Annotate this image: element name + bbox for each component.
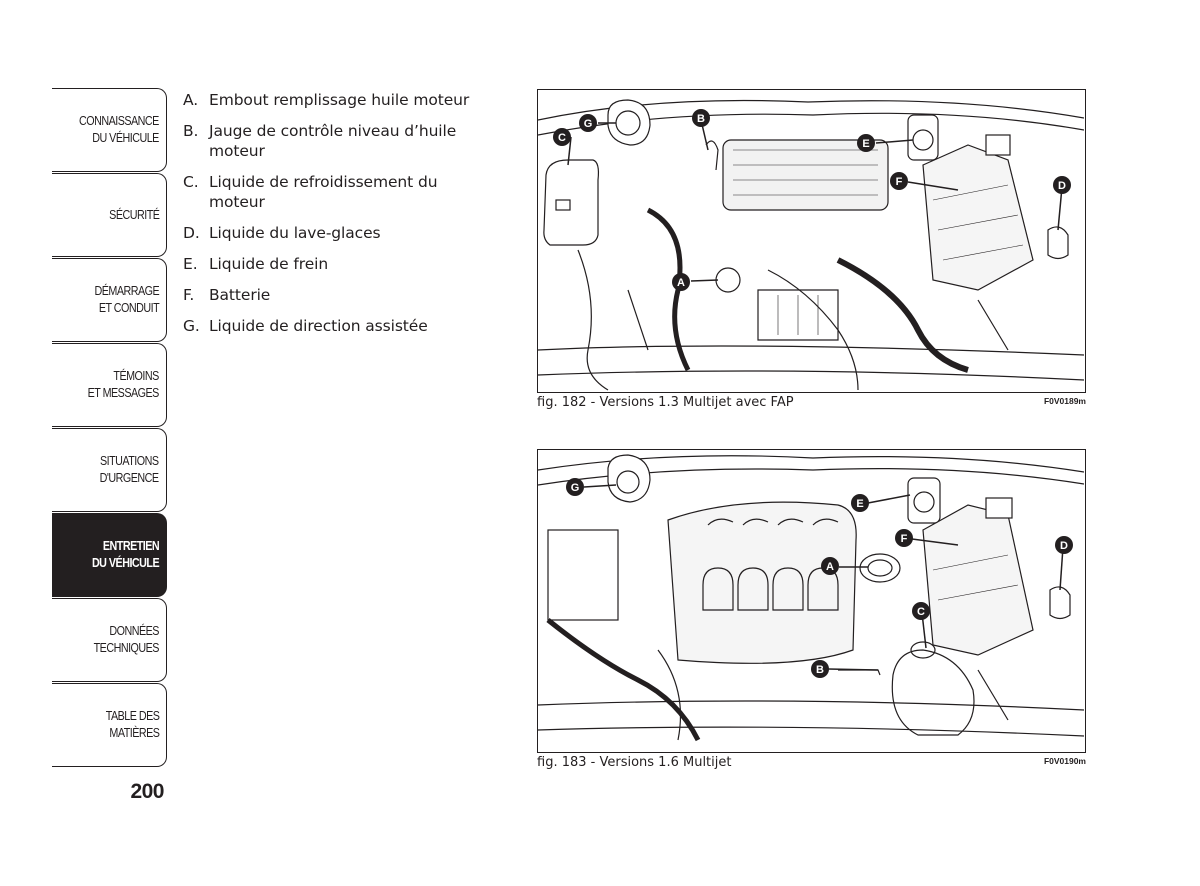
- legend-item: B. Jauge de contrôle niveau d’huile moteu…: [183, 121, 473, 161]
- label-e: E: [856, 498, 863, 510]
- tab-label: SITUATIONS D'URGENCE: [100, 454, 159, 485]
- label-c: C: [917, 606, 925, 618]
- tab-entretien[interactable]: ENTRETIEN DU VÉHICULE: [52, 513, 167, 597]
- label-g: G: [571, 482, 580, 494]
- legend-item: D. Liquide du lave-glaces: [183, 223, 473, 243]
- legend-item: F. Batterie: [183, 285, 473, 305]
- tab-label: DONNÉES TECHNIQUES: [93, 624, 160, 655]
- tab-connaissance[interactable]: CONNAISSANCE DU VÉHICULE: [52, 88, 167, 172]
- legend-text: Liquide de refroidissement du moteur: [209, 173, 438, 211]
- page-number: 200: [130, 780, 164, 803]
- legend-key: G.: [183, 317, 200, 335]
- label-f: F: [901, 533, 908, 545]
- label-b: B: [816, 664, 824, 676]
- section-tabs: CONNAISSANCE DU VÉHICULE SÉCURITÉ DÉMARR…: [52, 88, 167, 768]
- tab-label: SÉCURITÉ: [108, 207, 160, 222]
- legend-key: B.: [183, 122, 199, 140]
- legend-key: E.: [183, 255, 198, 273]
- legend-key: C.: [183, 173, 199, 191]
- legend-text: Batterie: [209, 286, 271, 304]
- legend-item: A. Embout remplissage huile moteur: [183, 90, 473, 110]
- engine-illustration-182: C G B E F D A: [537, 89, 1086, 393]
- legend-key: A.: [183, 91, 199, 109]
- tab-label: TÉMOINS ET MESSAGES: [87, 369, 160, 400]
- legend-text: Liquide du lave-glaces: [209, 224, 381, 242]
- label-b: B: [697, 113, 705, 125]
- label-f: F: [896, 176, 903, 188]
- legend-key: F.: [183, 286, 195, 304]
- label-a: A: [677, 277, 685, 289]
- figure-caption-row: fig. 183 - Versions 1.6 Multijet F0V0190…: [537, 755, 1086, 770]
- legend-list: A. Embout remplissage huile moteur B. Jaug…: [183, 90, 473, 347]
- label-g: G: [584, 118, 593, 130]
- tab-label: DÉMARRAGE ET CONDUIT: [94, 284, 159, 315]
- legend-item: C. Liquide de refroidissement du moteur: [183, 172, 473, 212]
- engine-illustration-183: G E F A D C B: [537, 449, 1086, 753]
- tab-label: TABLE DES MATIÈRES: [105, 709, 159, 740]
- figure-183: G E F A D C B fig. 183 - Versions 1.6 Mu…: [537, 449, 1086, 770]
- legend-text: Jauge de contrôle niveau d’huile moteur: [209, 122, 457, 160]
- label-d: D: [1058, 180, 1066, 192]
- tab-securite[interactable]: SÉCURITÉ: [52, 173, 167, 257]
- tab-situations[interactable]: SITUATIONS D'URGENCE: [52, 428, 167, 512]
- label-c: C: [558, 132, 566, 144]
- tab-table[interactable]: TABLE DES MATIÈRES: [52, 683, 167, 767]
- tab-label: ENTRETIEN DU VÉHICULE: [91, 539, 160, 570]
- legend-key: D.: [183, 224, 200, 242]
- tab-donnees[interactable]: DONNÉES TECHNIQUES: [52, 598, 167, 682]
- figure-code: F0V0190m: [1043, 756, 1086, 766]
- label-e: E: [862, 138, 869, 150]
- label-a: A: [826, 561, 834, 573]
- tab-label: CONNAISSANCE DU VÉHICULE: [79, 114, 159, 145]
- figure-caption: fig. 182 - Versions 1.3 Multijet avec FA…: [537, 395, 794, 410]
- engine-bay-drawing: C G B E F D A: [538, 99, 1084, 391]
- tab-temoins[interactable]: TÉMOINS ET MESSAGES: [52, 343, 167, 427]
- legend-text: Liquide de frein: [209, 255, 329, 273]
- figure-182: C G B E F D A fig. 182 - Versions 1.3 Mu…: [537, 89, 1086, 410]
- figure-caption-row: fig. 182 - Versions 1.3 Multijet avec FA…: [537, 395, 1086, 410]
- legend-text: Embout remplissage huile moteur: [209, 91, 470, 109]
- legend-item: E. Liquide de frein: [183, 254, 473, 274]
- tab-demarrage[interactable]: DÉMARRAGE ET CONDUIT: [52, 258, 167, 342]
- legend-item: G. Liquide de direction assistée: [183, 316, 473, 336]
- label-d: D: [1060, 540, 1068, 552]
- figure-code: F0V0189m: [1043, 396, 1086, 406]
- figure-caption: fig. 183 - Versions 1.6 Multijet: [537, 755, 732, 770]
- legend-text: Liquide de direction assistée: [209, 317, 428, 335]
- engine-bay-drawing: G E F A D C B: [538, 454, 1084, 742]
